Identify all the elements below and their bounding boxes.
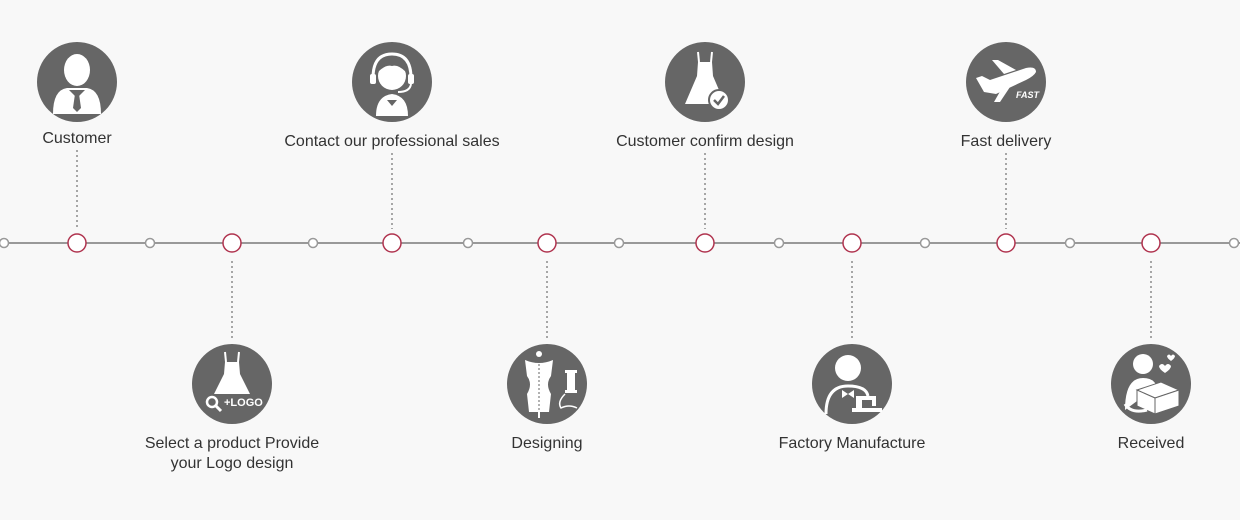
- timeline-minor-node: [307, 237, 319, 249]
- timeline-step-node: [842, 233, 862, 253]
- timeline-minor-node: [144, 237, 156, 249]
- customer-icon: [37, 42, 117, 122]
- person-box-icon: [1111, 344, 1191, 424]
- airplane-fast-icon: FAST: [966, 42, 1046, 122]
- sewing-worker-icon: [812, 344, 892, 424]
- fast-badge-text: FAST: [1016, 90, 1041, 100]
- dress-check-icon: [665, 42, 745, 122]
- step-label: Customer: [42, 130, 112, 147]
- timeline-step-node: [67, 233, 87, 253]
- mannequin-thread-icon: [507, 344, 587, 424]
- timeline-minor-node: [919, 237, 931, 249]
- step-label: Customer confirm design: [616, 133, 794, 150]
- timeline-step-node: [996, 233, 1016, 253]
- timeline-step-node: [222, 233, 242, 253]
- step-label: Fast delivery: [960, 133, 1052, 150]
- timeline-minor-node: [1228, 237, 1240, 249]
- step-label: Designing: [511, 435, 583, 452]
- timeline-step-node: [537, 233, 557, 253]
- timeline-minor-node: [613, 237, 625, 249]
- timeline-minor-node: [773, 237, 785, 249]
- timeline-step-node: [382, 233, 402, 253]
- headset-agent-icon: [352, 42, 432, 122]
- timeline-step-node: [695, 233, 715, 253]
- timeline-step-node: [1141, 233, 1161, 253]
- step-label: Received: [1117, 435, 1185, 452]
- timeline-minor-node: [1064, 237, 1076, 249]
- logo-badge-text: +LOGO: [224, 397, 263, 409]
- step-label: Select a product Provide your Logo desig…: [144, 435, 320, 472]
- timeline-minor-node: [0, 237, 10, 249]
- step-label: Contact our professional sales: [284, 133, 500, 150]
- timeline-minor-node: [462, 237, 474, 249]
- step-label: Factory Manufacture: [778, 435, 926, 452]
- dress-logo-icon: +LOGO: [192, 344, 272, 424]
